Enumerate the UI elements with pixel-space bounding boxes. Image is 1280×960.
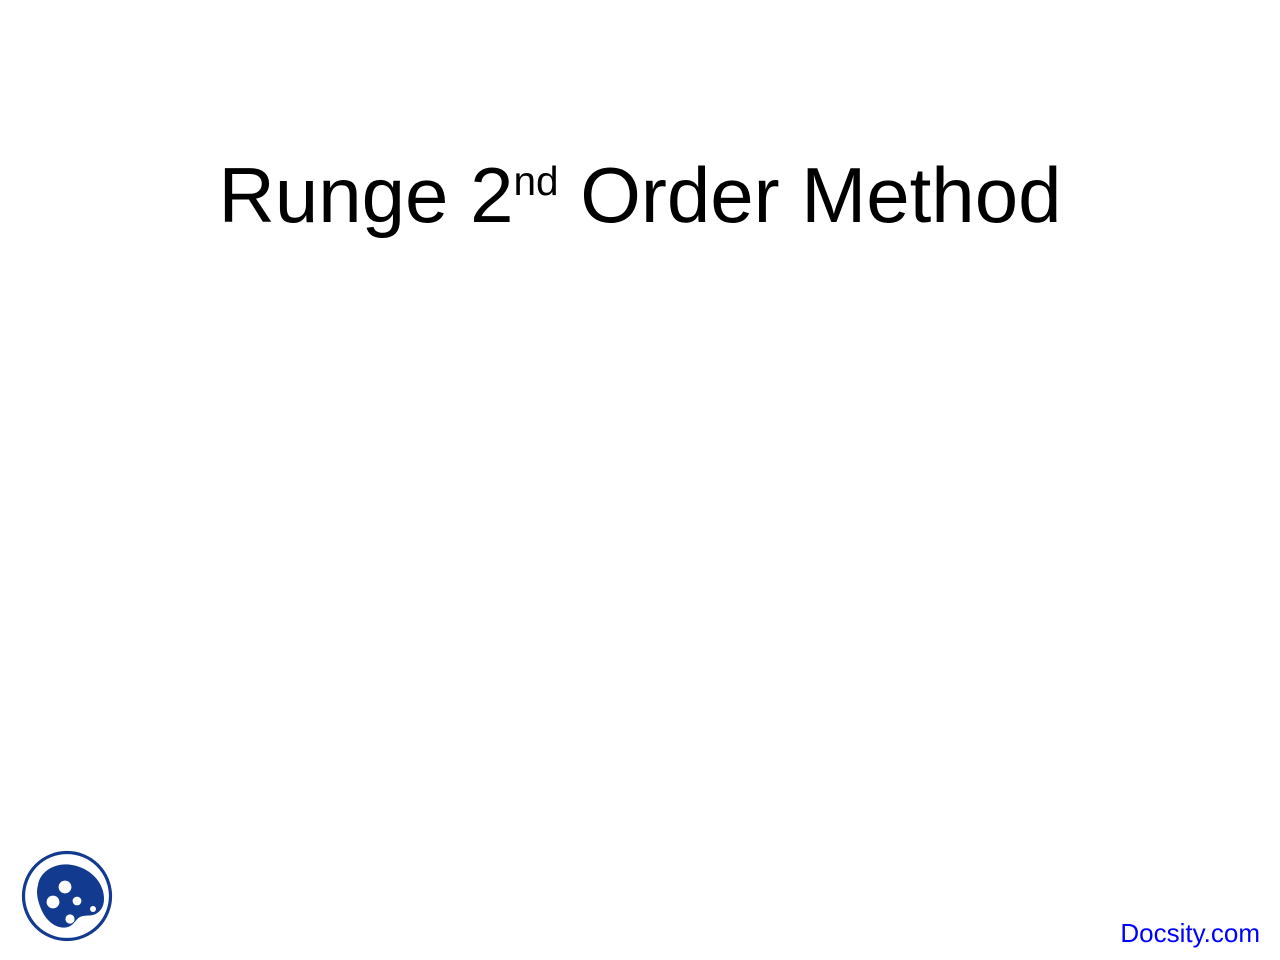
logo-shell-shape [37, 864, 104, 928]
logo-ring [21, 850, 113, 942]
docsity-logo [20, 849, 115, 944]
title-trail-text: Order Method [558, 151, 1062, 240]
logo-dot-3 [72, 896, 82, 906]
title-ordinal-superscript: nd [513, 158, 559, 205]
page-title: Runge 2nd Order Method [219, 156, 1062, 234]
slide-body-placeholder [90, 230, 1190, 830]
title-lead-text: Runge 2 [218, 151, 514, 240]
logo-dot-1 [58, 880, 72, 894]
logo-dot-2 [46, 895, 60, 909]
footer-brand[interactable]: Docsity.com [1120, 918, 1260, 948]
logo-dot-4 [90, 906, 96, 912]
docsity-logo-icon [21, 850, 113, 942]
logo-dot-5 [65, 914, 75, 924]
slide-title-block: Runge 2nd Order Method [0, 104, 1280, 287]
